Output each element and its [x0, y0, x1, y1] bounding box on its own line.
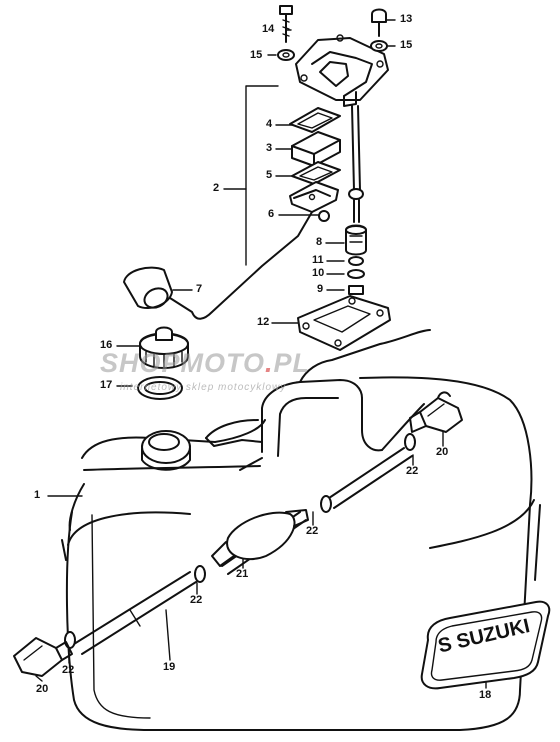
nut-9: [348, 285, 364, 295]
cap-gasket-17: [137, 376, 183, 400]
callout-1: 1: [34, 489, 41, 501]
gauge-arm-unit: [289, 181, 339, 213]
gasket-12: [297, 295, 391, 351]
callout-12: 12: [257, 316, 270, 328]
callout-19: 19: [163, 661, 176, 673]
primer-bulb-21: [211, 509, 309, 567]
callout-22-a: 22: [406, 465, 419, 477]
nut-6: [318, 210, 330, 222]
callout-7: 7: [196, 283, 203, 295]
callout-22-b: 22: [306, 525, 319, 537]
callout-10: 10: [312, 267, 325, 279]
fuel-gauge-3: [291, 131, 341, 167]
washer-10: [347, 269, 365, 279]
gauge-rod: [348, 105, 364, 223]
filler-cap-16: [139, 326, 189, 369]
clamp-22-d: [64, 631, 76, 649]
washer-11: [348, 256, 364, 266]
float-7: [123, 266, 173, 310]
clamp-22-b: [320, 495, 332, 513]
callout-22-c: 22: [190, 594, 203, 606]
fuel-tank: [61, 376, 541, 731]
callout-3: 3: [266, 142, 273, 154]
callout-16: 16: [100, 339, 113, 351]
callout-4: 4: [266, 118, 273, 130]
callout-21: 21: [236, 568, 249, 580]
tank-connector-20: [409, 391, 463, 433]
leader-lines: [35, 19, 487, 689]
callout-13: 13: [400, 13, 413, 25]
callout-14: 14: [262, 23, 275, 35]
clamp-22-c: [194, 565, 206, 583]
callout-2: 2: [213, 182, 220, 194]
filler-neck: [141, 430, 191, 471]
gasket-4: [289, 107, 341, 133]
screw-14: [279, 5, 293, 43]
callout-18: 18: [479, 689, 492, 701]
suzuki-emblem-18: [420, 600, 551, 690]
screw-13: [371, 8, 387, 37]
callout-20-engine: 20: [36, 683, 49, 695]
filter-8: [345, 224, 367, 256]
engine-connector-20: [13, 637, 73, 677]
washer-15-right: [370, 40, 388, 52]
callout-9: 9: [317, 283, 324, 295]
clamp-22-a: [404, 433, 416, 451]
callout-15-right: 15: [400, 39, 413, 51]
callout-11: 11: [312, 254, 324, 266]
callout-8: 8: [316, 236, 323, 248]
gauge-housing: [295, 34, 389, 107]
callout-17: 17: [100, 379, 113, 391]
callout-22-d: 22: [62, 664, 75, 676]
callout-20-tank: 20: [436, 446, 449, 458]
float-arm: [169, 211, 313, 320]
gasket-5: [291, 161, 341, 185]
callout-5: 5: [266, 169, 273, 181]
callout-15-left: 15: [250, 49, 263, 61]
callout-6: 6: [268, 208, 275, 220]
tank-handle: [205, 329, 431, 471]
washer-15-left: [277, 49, 295, 61]
